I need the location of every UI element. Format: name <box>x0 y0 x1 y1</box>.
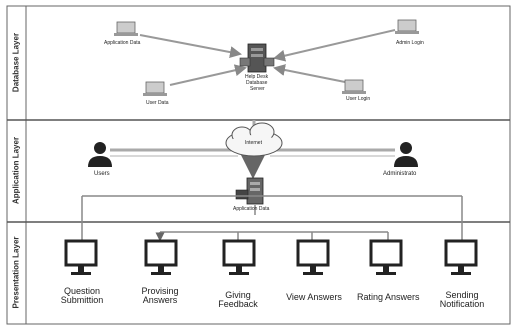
rating-answers-label: Rating Answers <box>357 292 420 302</box>
database-server-icon <box>239 43 275 73</box>
application-data-server-label: Application Data <box>233 206 270 212</box>
sending-notification-line2: Notification <box>439 299 485 310</box>
rating-answers-line1: Rating Answers <box>357 292 420 302</box>
admin-login-laptop-icon <box>395 19 419 34</box>
administrator-person-icon <box>394 142 418 167</box>
application-data-label: Application Data <box>104 40 141 46</box>
application-data-laptop-icon <box>114 21 138 36</box>
presentation-layer-label: Presentation Layer <box>11 236 21 309</box>
sending-notification-label: Sending Notification <box>437 290 487 310</box>
internet-cloud-icon <box>225 122 283 157</box>
internet-label: Internet <box>245 140 262 146</box>
giving-feedback-label: Giving Feedback <box>215 290 261 310</box>
user-data-laptop-icon <box>143 81 167 96</box>
diagram-border <box>6 5 511 325</box>
provising-answers-line2: Answers <box>142 295 178 306</box>
connector-appdata-server <box>139 34 242 59</box>
view-answers-line1: View Answers <box>286 292 342 302</box>
connector-userdata-server <box>169 64 247 86</box>
users-label: Users <box>94 171 110 177</box>
provising-answers-line1: Provising <box>141 286 179 296</box>
monitor-icon-3 <box>222 239 256 275</box>
sending-notification-line1: Sending <box>445 290 479 300</box>
provising-answers-label: Provising Answers <box>137 286 183 306</box>
database-layer-label: Database Layer <box>11 32 21 93</box>
connector-admin-server <box>273 29 396 62</box>
users-person-icon <box>88 142 112 167</box>
question-submittion-line2: Submittion <box>60 295 104 306</box>
database-server-label-line2: Database <box>246 80 268 86</box>
application-server-icon <box>235 177 264 205</box>
monitor-icon-1 <box>64 239 98 275</box>
monitor-icon-2 <box>144 239 178 275</box>
view-answers-label: View Answers <box>286 292 342 302</box>
question-submittion-label: Question Submittion <box>60 286 104 306</box>
database-server-label-line1: Help Desk <box>245 74 269 80</box>
giving-feedback-line2: Feedback <box>218 299 258 310</box>
user-login-laptop-icon <box>342 79 366 94</box>
question-submittion-line1: Question <box>63 286 101 296</box>
database-server-label-line3: Server <box>250 86 265 92</box>
administrator-label: Administrato <box>383 171 417 177</box>
user-login-label: User Login <box>346 96 371 102</box>
application-layer-label: Application Layer <box>11 136 21 205</box>
monitor-icon-6 <box>444 239 478 275</box>
user-data-label: User Data <box>146 100 169 106</box>
monitor-icon-4 <box>296 239 330 275</box>
admin-login-label: Admin Login <box>396 40 424 46</box>
giving-feedback-line1: Giving <box>225 290 251 300</box>
monitor-icon-5 <box>369 239 403 275</box>
connector-userlogin-server <box>273 64 346 83</box>
